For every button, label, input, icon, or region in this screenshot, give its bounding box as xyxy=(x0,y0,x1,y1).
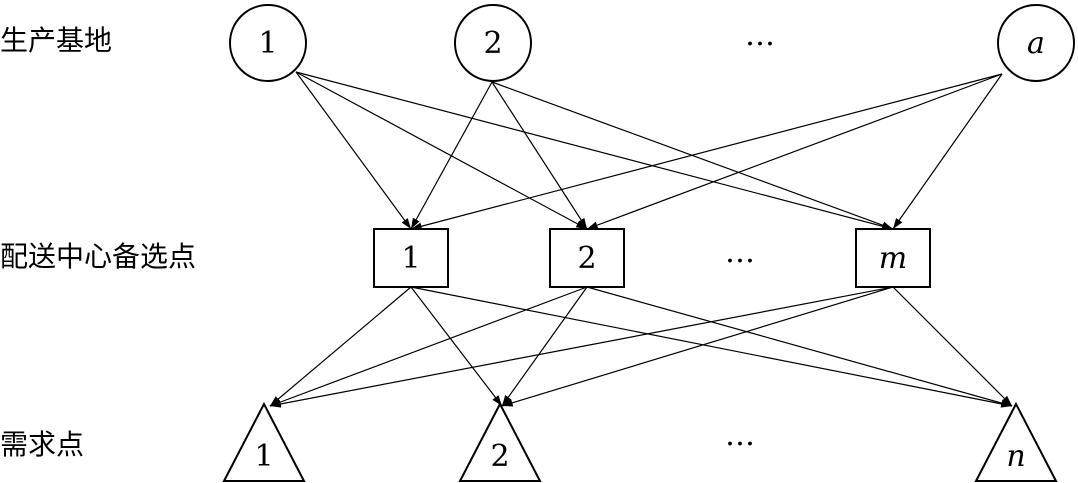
distribution-node-1: 1 xyxy=(373,228,449,288)
edge-production-2-to-distribution-2 xyxy=(892,73,1003,230)
edge-distribution-2-to-demand-0 xyxy=(269,286,894,408)
row-label-demand: 需求点 xyxy=(0,428,84,461)
edge-production-0-to-distribution-0 xyxy=(295,71,412,230)
distribution-node-label: 2 xyxy=(577,241,596,276)
production-node-1: 1 xyxy=(229,4,307,82)
edge-distribution-2-to-demand-2 xyxy=(892,286,1013,407)
edge-production-2-to-distribution-0 xyxy=(410,73,1003,230)
production-node-2: 2 xyxy=(454,4,532,82)
production-node-label: 1 xyxy=(258,26,277,61)
distribution-node-m: m xyxy=(855,228,931,288)
demand-node-label: 2 xyxy=(490,439,509,474)
edge-distribution-1-to-demand-0 xyxy=(269,286,588,407)
demand-node-label: n xyxy=(1006,439,1025,474)
production-node-label: a xyxy=(1027,26,1045,61)
edge-distribution-1-to-demand-2 xyxy=(586,286,1013,407)
demand-node-1: 1 xyxy=(222,401,306,482)
edge-distribution-0-to-demand-2 xyxy=(410,286,1013,408)
production-node-a: a xyxy=(997,4,1075,82)
row-label-distribution: 配送中心备选点 xyxy=(0,240,196,273)
demand-ellipsis: … xyxy=(725,418,755,453)
production-ellipsis: … xyxy=(745,18,775,53)
production-node-label: 2 xyxy=(483,26,502,61)
edge-production-1-to-distribution-0 xyxy=(410,81,493,230)
row-label-production: 生产基地 xyxy=(0,24,112,57)
edge-distribution-0-to-demand-0 xyxy=(269,286,412,407)
demand-node-label: 1 xyxy=(254,439,273,474)
edge-distribution-1-to-demand-1 xyxy=(501,286,588,407)
edge-distribution-2-to-demand-1 xyxy=(501,286,894,407)
distribution-ellipsis: … xyxy=(725,235,755,270)
edge-production-0-to-distribution-1 xyxy=(295,71,588,230)
distribution-node-2: 2 xyxy=(549,228,625,288)
distribution-node-label: 1 xyxy=(401,241,420,276)
demand-node-2: 2 xyxy=(458,401,542,482)
demand-node-n: n xyxy=(974,401,1058,482)
edge-production-2-to-distribution-1 xyxy=(586,73,1003,230)
edge-production-0-to-distribution-2 xyxy=(295,71,894,230)
edges-layer xyxy=(269,71,1013,408)
distribution-node-label: m xyxy=(879,241,907,276)
edge-production-1-to-distribution-1 xyxy=(491,81,588,230)
edge-distribution-0-to-demand-1 xyxy=(410,286,503,407)
